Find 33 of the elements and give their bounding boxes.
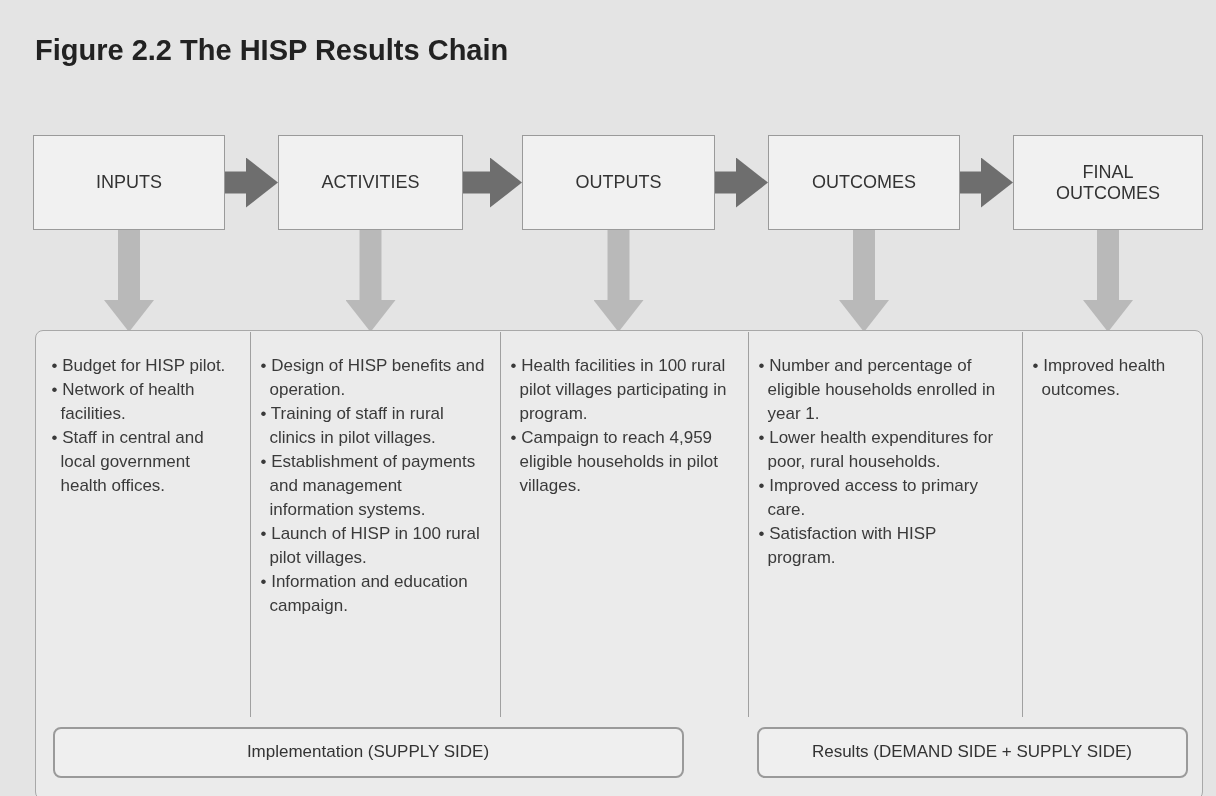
bullet-item: • Establishment of payments and management information systems.	[260, 450, 477, 521]
summary-box: Results (DEMAND SIDE + SUPPLY SIDE)	[756, 726, 1188, 778]
block-arrow	[715, 157, 768, 208]
block-arrow	[960, 157, 1013, 208]
bullet-item: • Health facilities in 100 rural pilot villages participating in program.	[510, 354, 728, 425]
bullet-item: • Budget for HISP pilot.	[51, 354, 227, 377]
stage-box: FINAL OUTCOMES	[1013, 135, 1203, 230]
stage-box: INPUTS	[33, 135, 225, 230]
bullet-item: • Training of staff in rural clinics in pilot villages.	[260, 402, 445, 449]
block-arrow	[839, 230, 889, 332]
block-arrow	[1083, 230, 1133, 332]
block-arrow	[345, 230, 396, 332]
bullet-item: • Launch of HISP in 100 rural pilot villages.	[260, 522, 481, 569]
bullet-item: • Design of HISP benefits and operation.	[260, 354, 486, 401]
figure-title: Figure 2.2 The HISP Results Chain	[35, 34, 509, 67]
summary-box: Implementation (SUPPLY SIDE)	[52, 726, 684, 778]
bullet-item: • Satisfaction with HISP program.	[758, 522, 938, 569]
bullet-item: • Lower health expenditures for poor, rural households.	[758, 426, 995, 473]
block-arrow	[593, 230, 644, 332]
stage-box: ACTIVITIES	[278, 135, 463, 230]
bullet-item: • Improved health outcomes.	[1032, 354, 1167, 401]
block-arrow	[225, 157, 278, 208]
bullet-item: • Campaign to reach 4,959 eligible households in pilot villages.	[510, 426, 719, 497]
stage-box: OUTPUTS	[522, 135, 715, 230]
block-arrow	[463, 157, 522, 208]
block-arrow	[104, 230, 154, 332]
bullet-item: • Information and education campaign.	[260, 570, 469, 617]
bullet-item: • Network of health facilities.	[51, 378, 196, 425]
stage-box: OUTCOMES	[768, 135, 960, 230]
bullet-item: • Number and percentage of eligible households enrolled in year 1.	[758, 354, 997, 425]
panel-background	[35, 330, 1203, 796]
bullet-item: • Improved access to primary care.	[758, 474, 979, 521]
bullet-item: • Staff in central and local government health offices.	[51, 426, 205, 497]
